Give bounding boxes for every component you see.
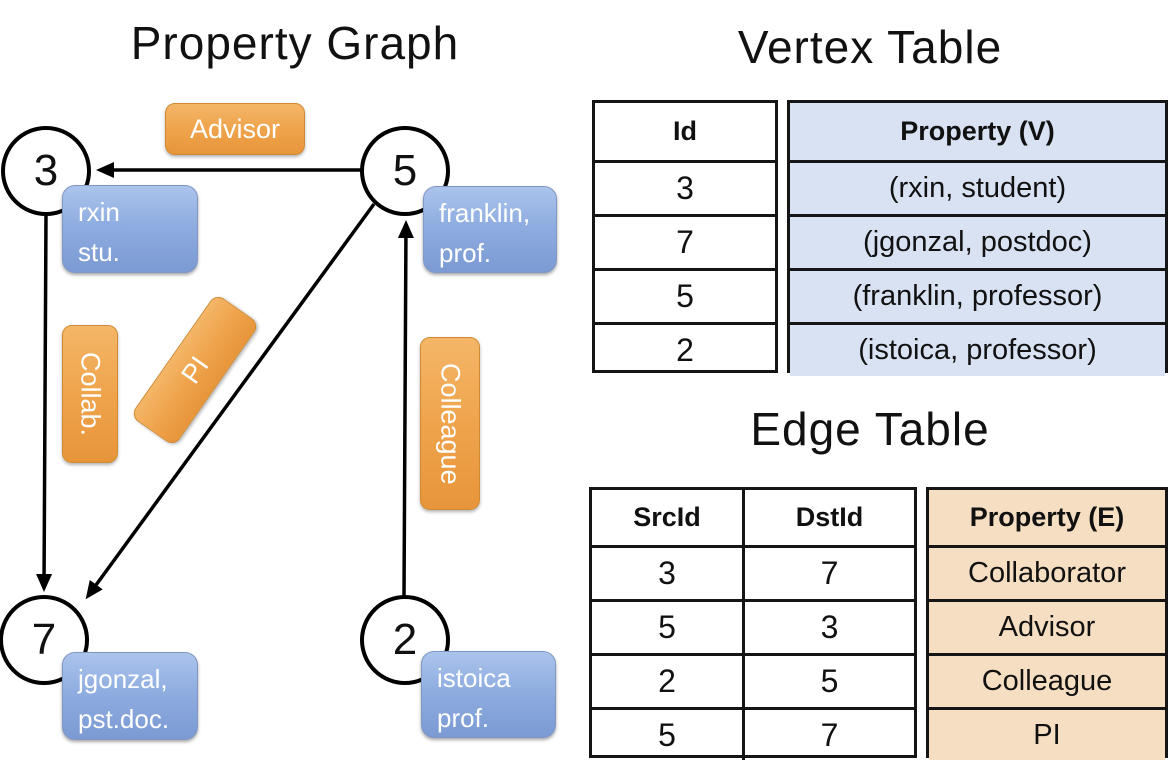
vertex-node-7-id: 7 [31, 615, 57, 664]
vertex-table-title: Vertex Table [737, 21, 1003, 73]
vertex-label-line: rxin [78, 197, 120, 227]
vertex-table-id-column: Id 3 7 5 2 [592, 100, 778, 373]
edge-table-cell-srcid: 2 [592, 653, 742, 707]
edge-label-colleague: Colleague [420, 337, 480, 510]
edge-table-header-dstid: DstId [742, 490, 914, 545]
vertex-table-property-column: Property (V) (rxin, student) (jgonzal, p… [787, 100, 1168, 376]
edge-table-cell-dstid: 3 [742, 599, 914, 653]
vertex-table-cell-id: 3 [595, 160, 775, 214]
vertex-label-line: franklin, [439, 198, 531, 228]
edge-pi-5-to-7 [85, 202, 376, 600]
vertex-table-cell-id: 7 [595, 214, 775, 268]
vertex-label-line: pst.doc. [78, 704, 170, 735]
edge-table-header-srcid: SrcId [633, 502, 701, 532]
vertex-table-cell-property: (rxin, student) [790, 160, 1165, 214]
edge-collab-3-to-7 [36, 213, 53, 592]
edge-table-title: Edge Table [750, 403, 990, 455]
edge-table-cell-dstid: 5 [742, 653, 914, 707]
edge-table-cell-srcid: 3 [592, 545, 742, 599]
vertex-node-5-id: 5 [392, 146, 418, 195]
vertex-label-line: prof. [437, 703, 490, 734]
edge-table-property-column: Property (E) Collaborator Advisor Collea… [926, 487, 1168, 760]
vertex-label-line: prof. [439, 238, 492, 269]
edge-table-cell-property: Colleague [929, 653, 1165, 707]
vertex-table-cell-property: (jgonzal, postdoc) [790, 214, 1165, 268]
vertex-table-header-id: Id [673, 116, 697, 146]
edge-table-cell-property: PI [929, 707, 1165, 760]
vertex-label-jgonzal: jgonzal, pst.doc. [62, 652, 198, 740]
edge-table-cell-property: Advisor [929, 599, 1165, 653]
edge-colleague-2-to-5 [397, 220, 414, 597]
edge-table-cell-srcid: 5 [592, 599, 742, 653]
vertex-node-5: 5 [360, 126, 450, 216]
edge-table-id-columns: SrcId DstId 3 7 5 3 2 5 5 7 [589, 487, 917, 760]
edge-table-cell-dstid: 7 [742, 707, 914, 760]
property-graph-title: Property Graph [130, 17, 460, 69]
vertex-label-line: jgonzal, [78, 664, 168, 694]
edge-table-cell-srcid: 5 [592, 707, 742, 760]
graph-edges [36, 162, 414, 600]
edge-label-advisor: Advisor [165, 103, 305, 155]
vertex-table-cell-property: (istoica, professor) [790, 322, 1165, 376]
vertex-node-3-id: 3 [33, 146, 59, 195]
vertex-label-franklin: franklin, prof. [423, 186, 557, 273]
vertex-node-2: 2 [360, 595, 450, 685]
edge-table-header-property: Property (E) [929, 490, 1165, 545]
edge-table-cell-dstid: 7 [742, 545, 914, 599]
edge-table-cell-property: Collaborator [929, 545, 1165, 599]
vertex-label-istoica: istoica prof. [421, 651, 556, 738]
vertex-label-line: stu. [78, 237, 120, 268]
vertex-table-header-property: Property (V) [790, 103, 1165, 160]
vertex-table-cell-property: (franklin, professor) [790, 268, 1165, 322]
vertex-table-cell-id: 5 [595, 268, 775, 322]
vertex-label-rxin: rxin stu. [62, 185, 198, 273]
edge-label-collab: Collab. [62, 325, 118, 463]
vertex-node-2-id: 2 [392, 615, 418, 664]
vertex-label-line: istoica [437, 663, 511, 693]
vertex-table-cell-id: 2 [595, 322, 775, 376]
